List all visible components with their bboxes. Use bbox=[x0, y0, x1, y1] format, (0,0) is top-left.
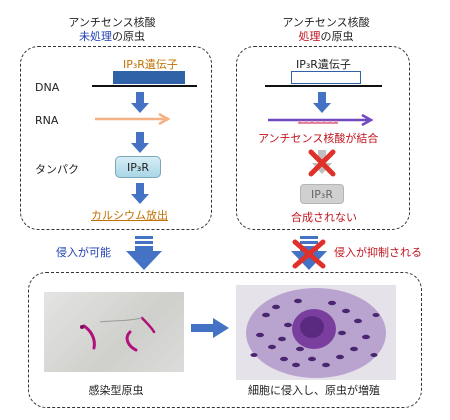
infected-cell-micrograph bbox=[236, 285, 396, 380]
left-arrow-protein-outcome bbox=[131, 183, 149, 204]
bottom-panel bbox=[28, 272, 422, 408]
antisense-binding-label: アンチセンス核酸が結合 bbox=[258, 132, 379, 145]
invasion-inhibited-arrow bbox=[291, 236, 327, 270]
right-ip3r-label: IP₃R bbox=[311, 188, 333, 201]
free-parasite-micrograph bbox=[44, 292, 184, 372]
left-rna-arrow bbox=[95, 112, 171, 126]
invasion-possible-arrow bbox=[126, 236, 162, 270]
left-dna-line bbox=[92, 85, 197, 87]
right-header-treated: 処理 bbox=[298, 30, 321, 43]
right-gene-label: IP₃R遺伝子 bbox=[296, 58, 351, 71]
invasion-inhibited-label: 侵入が抑制される bbox=[334, 246, 422, 259]
rna-label: RNA bbox=[35, 114, 59, 127]
right-header-suffix: の原虫 bbox=[320, 30, 354, 43]
infection-arrow bbox=[191, 318, 229, 338]
free-parasite-shapes bbox=[80, 316, 156, 352]
dna-label: DNA bbox=[35, 81, 60, 94]
left-ip3r-box: IP₃R bbox=[115, 156, 161, 178]
infective-parasite-caption: 感染型原虫 bbox=[88, 384, 144, 397]
right-header-line2: 処理の原虫 bbox=[299, 30, 354, 43]
left-header-line2: 未処理の原虫 bbox=[79, 30, 145, 43]
left-arrow-rna-protein bbox=[131, 132, 149, 153]
not-synthesized-label: 合成されない bbox=[291, 211, 357, 224]
right-arrow-dna-rna bbox=[313, 92, 331, 113]
left-panel bbox=[20, 46, 212, 230]
left-ip3r-label: IP₃R bbox=[127, 161, 149, 174]
right-ip3r-box: IP₃R bbox=[300, 184, 344, 204]
left-header-line1: アンチセンス核酸 bbox=[68, 16, 156, 29]
invasion-proliferation-caption: 細胞に侵入し、原虫が増殖 bbox=[248, 384, 380, 397]
blocked-translation-icon bbox=[308, 149, 336, 177]
infected-cell-shapes bbox=[246, 288, 386, 378]
left-arrow-dna-rna bbox=[131, 92, 149, 113]
left-gene-box bbox=[113, 71, 185, 84]
right-dna-line bbox=[265, 85, 382, 87]
right-gene-box bbox=[291, 71, 361, 84]
left-header-suffix: の原虫 bbox=[112, 30, 145, 43]
protein-label: タンパク bbox=[35, 163, 79, 176]
right-header-line1: アンチセンス核酸 bbox=[282, 16, 370, 29]
invasion-possible-label: 侵入が可能 bbox=[56, 246, 111, 259]
right-panel bbox=[236, 46, 410, 230]
right-rna-antisense bbox=[268, 113, 374, 127]
left-header-untreated: 未処理 bbox=[79, 30, 112, 43]
calcium-release-label: カルシウム放出 bbox=[91, 209, 168, 222]
left-gene-label: IP₃R遺伝子 bbox=[123, 58, 178, 71]
